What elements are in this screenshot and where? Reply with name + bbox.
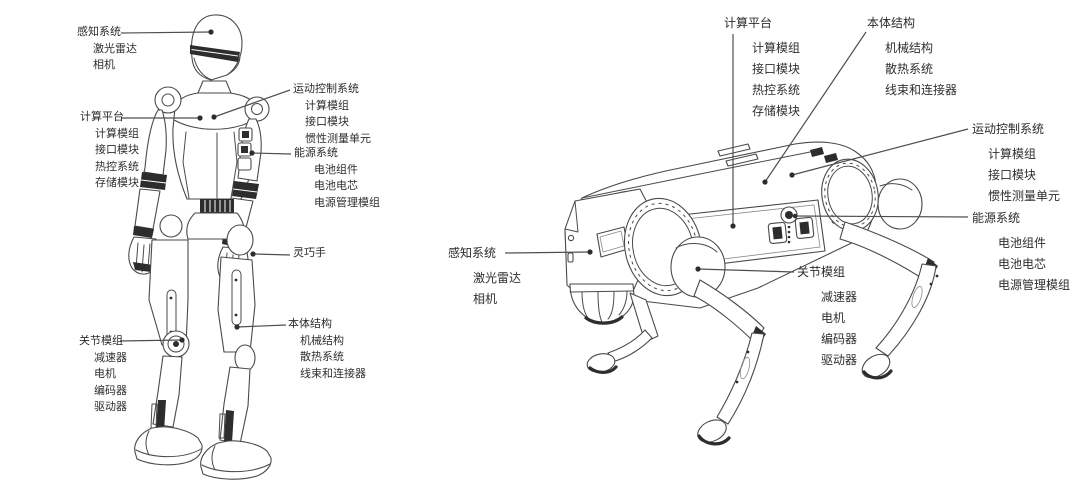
humanoid-right-leg: [200, 256, 272, 480]
quadruped-rear-leg: [839, 221, 939, 380]
label-item: 激光雷达: [473, 271, 522, 285]
label-item: 电源管理模组: [998, 278, 1071, 292]
leader-quadruped-joint-module: [695, 266, 795, 273]
label-item: 机械结构: [300, 333, 344, 347]
leader-quadruped-computing-platform: [730, 34, 736, 229]
leader-humanoid-body-structure: [234, 324, 287, 330]
label-item: 存储模块: [95, 176, 139, 189]
label-item: 激光雷达: [93, 41, 137, 55]
label-title: 运动控制系统: [972, 122, 1045, 136]
label-item: 驱动器: [821, 353, 858, 367]
label-humanoid-perception: 感知系统 激光雷达 相机: [77, 24, 137, 74]
label-quadruped-joint-module: 关节模组 减速器 电机 编码器 驱动器: [797, 262, 857, 371]
leader-humanoid-power: [249, 150, 292, 156]
label-item: 计算模组: [305, 98, 349, 112]
label-humanoid-dexterous-hand: 灵巧手: [293, 245, 326, 262]
label-item: 惯性测量单元: [988, 189, 1061, 203]
label-humanoid-joint-module: 关节模组 减速器 电机 编码器 驱动器: [79, 333, 127, 416]
quadruped-robot-illustration: [564, 141, 939, 446]
label-title: 感知系统: [448, 246, 497, 260]
label-item: 散热系统: [300, 350, 344, 363]
leader-humanoid-computing-platform: [121, 115, 203, 121]
label-title: 本体结构: [288, 317, 332, 330]
label-title: 关节模组: [79, 334, 123, 347]
quadruped-camera: [567, 234, 575, 242]
label-item: 计算模组: [988, 147, 1037, 161]
label-humanoid-computing-platform: 计算平台 计算模组 接口模块 热控系统 存储模块: [80, 109, 139, 192]
label-title: 本体结构: [867, 16, 916, 30]
label-item: 接口模块: [988, 168, 1037, 182]
humanoid-right-foot: [200, 440, 272, 480]
leader-lines: [119, 29, 969, 343]
humanoid-left-foot: [134, 426, 203, 466]
label-item: 编码器: [94, 383, 127, 397]
humanoid-head: [190, 14, 243, 81]
label-item: 线束和连接器: [885, 83, 958, 97]
label-item: 电池电芯: [998, 257, 1047, 271]
label-humanoid-motion-control: 运动控制系统 计算模组 接口模块 惯性测量单元: [293, 81, 371, 147]
quadruped-front-shoulder-actuator: [623, 197, 726, 298]
label-title: 感知系统: [77, 25, 121, 38]
humanoid-battery-packs: [237, 127, 253, 171]
label-item: 电池组件: [998, 236, 1047, 250]
label-quadruped-computing-platform: 计算平台 计算模组 接口模块 热控系统 存储模块: [724, 13, 800, 122]
label-item: 散热系统: [885, 62, 934, 76]
label-item: 电池电芯: [314, 179, 358, 192]
label-item: 减速器: [94, 350, 127, 364]
label-item: 接口模块: [305, 115, 349, 128]
label-item: 电源管理模组: [314, 195, 380, 209]
label-title: 计算平台: [80, 110, 124, 123]
quadruped-front-leg: [693, 279, 766, 446]
label-item: 相机: [93, 58, 115, 71]
leader-quadruped-perception: [504, 249, 593, 255]
label-item: 相机: [473, 292, 498, 306]
label-item: 机械结构: [885, 41, 934, 55]
label-quadruped-power: 能源系统 电池组件 电池电芯 电源管理模组: [972, 208, 1070, 296]
label-item: 惯性测量单元: [305, 131, 371, 145]
humanoid-knee-joint-module: [162, 330, 190, 358]
label-item: 编码器: [821, 332, 858, 346]
label-title: 灵巧手: [293, 246, 326, 259]
label-item: 驱动器: [94, 400, 127, 413]
label-quadruped-motion-control: 运动控制系统 计算模组 接口模块 惯性测量单元: [972, 119, 1060, 207]
label-item: 电机: [821, 311, 846, 325]
humanoid-neck: [197, 80, 232, 94]
label-title: 能源系统: [972, 211, 1021, 225]
humanoid-robot-illustration: [128, 14, 272, 480]
leader-humanoid-joint-module: [119, 337, 185, 343]
label-item: 计算模组: [752, 41, 801, 55]
leader-quadruped-power: [792, 213, 969, 219]
humanoid-waist: [159, 199, 254, 256]
label-humanoid-body-structure: 本体结构 机械结构 散热系统 线束和连接器: [288, 316, 366, 382]
label-quadruped-body-structure: 本体结构 机械结构 散热系统 线束和连接器: [867, 13, 957, 101]
label-item: 接口模块: [752, 62, 801, 76]
humanoid-left-leg: [134, 239, 203, 466]
leader-quadruped-body-structure: [762, 31, 867, 185]
label-item: 计算模组: [95, 126, 139, 140]
label-title: 关节模组: [797, 265, 846, 279]
label-item: 电池组件: [314, 162, 358, 176]
label-item: 接口模块: [95, 143, 139, 156]
label-item: 热控系统: [752, 83, 801, 97]
label-title: 能源系统: [294, 146, 338, 159]
label-title: 计算平台: [724, 16, 773, 30]
quadruped-front-far-leg: [586, 292, 659, 374]
label-title: 运动控制系统: [293, 82, 359, 95]
label-item: 存储模块: [752, 104, 801, 118]
quadruped-lidar-dome: [569, 283, 635, 325]
leader-humanoid-dexterous-hand: [250, 251, 291, 257]
label-item: 电机: [94, 367, 116, 380]
label-humanoid-power: 能源系统 电池组件 电池电芯 电源管理模组: [294, 145, 380, 211]
humanoid-visor: [190, 45, 240, 62]
label-item: 减速器: [821, 290, 858, 304]
label-item: 线束和连接器: [300, 366, 366, 380]
label-quadruped-perception: 感知系统 激光雷达 相机: [448, 243, 521, 310]
label-item: 热控系统: [95, 159, 139, 173]
leader-humanoid-perception: [120, 29, 214, 35]
leader-quadruped-motion-control: [789, 128, 969, 178]
leader-humanoid-motion-control: [211, 89, 291, 120]
humanoid-left-arm: [128, 86, 182, 275]
